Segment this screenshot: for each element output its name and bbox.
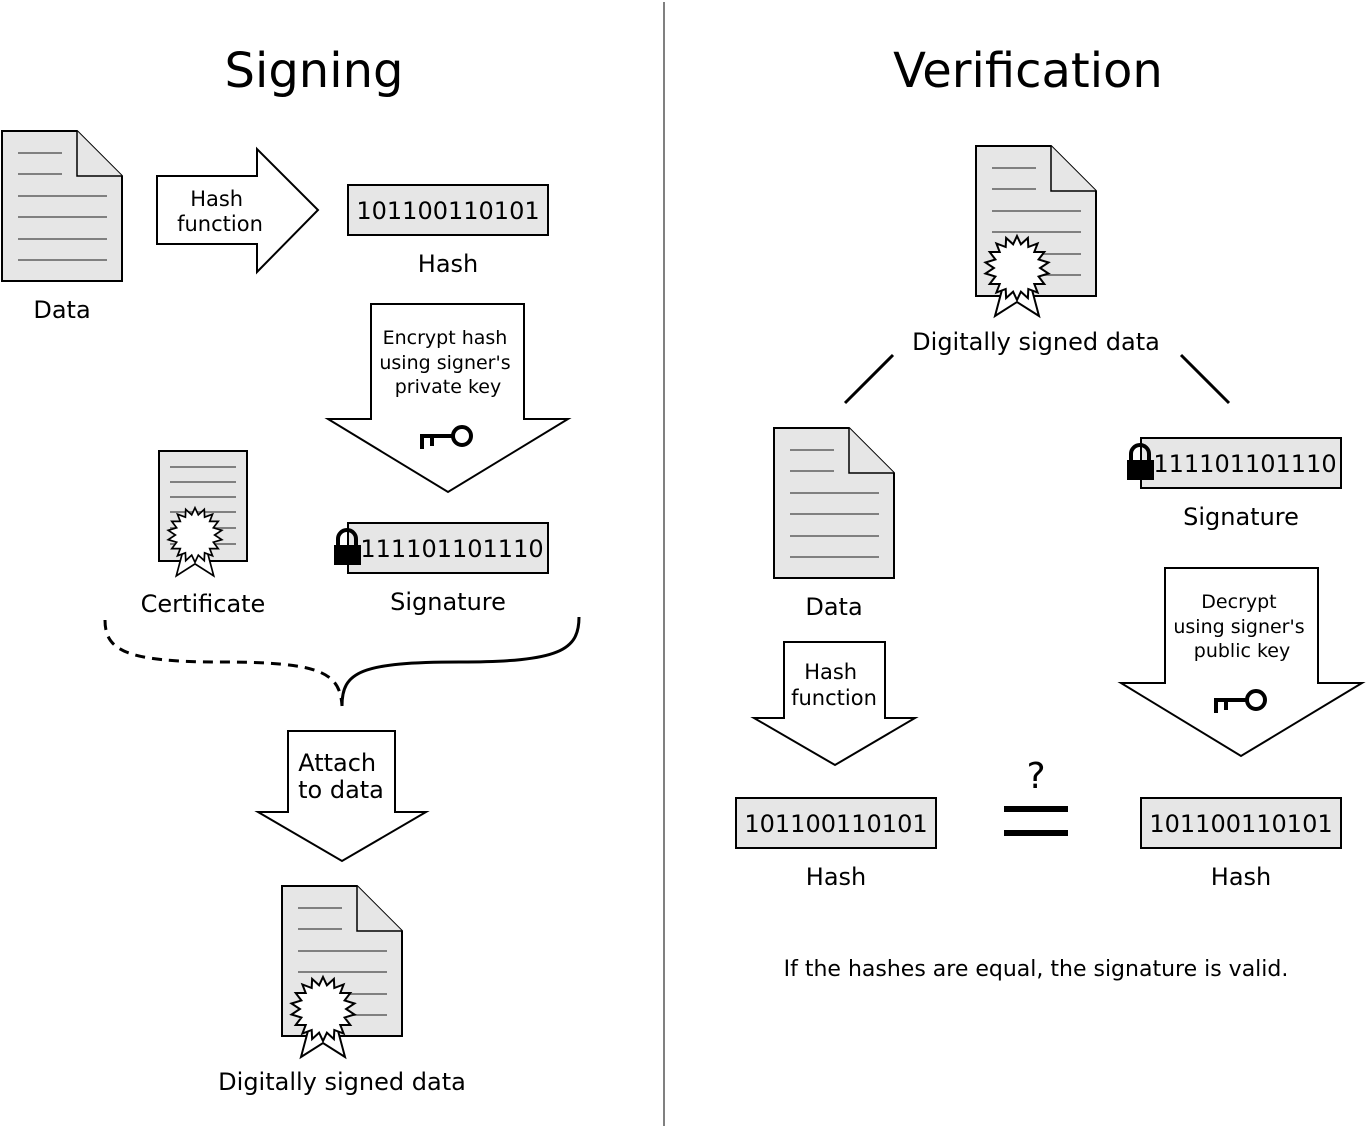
decrypt-arrow-text: Decrypt using signer's public key: [1173, 591, 1310, 662]
verification-data-document-icon: [773, 427, 895, 579]
verification-data-label: Data: [805, 593, 862, 621]
split-line-right: [1179, 353, 1231, 405]
verification-hash-arrow-text: Hash function: [791, 660, 877, 710]
verification-hash-box-1: [735, 797, 937, 849]
equals-sign-top: [1004, 806, 1068, 812]
attach-to-data-arrow: [254, 730, 430, 863]
verification-hash2-label: Hash: [1211, 863, 1271, 891]
verification-signature-box: [1140, 437, 1342, 489]
question-mark: ?: [1026, 756, 1045, 797]
signing-hash-arrow-text: Hash function: [177, 187, 263, 236]
equals-sign-bottom: [1004, 830, 1068, 836]
data-document-icon: [1, 130, 123, 282]
signature-brace: [340, 616, 581, 707]
verification-hash1-label: Hash: [806, 863, 866, 891]
signing-title: Signing: [225, 43, 404, 99]
split-line-left: [843, 353, 895, 405]
signing-signed-data-label: Digitally signed data: [218, 1068, 466, 1096]
signing-signature-value: 111101101110: [360, 535, 543, 563]
certificate-icon: [158, 450, 248, 577]
verification-hash2-value: 101100110101: [1149, 810, 1332, 838]
signing-data-label: Data: [33, 296, 90, 324]
signing-encrypt-arrow-text: Encrypt hash using signer's private key: [379, 327, 516, 398]
verification-title: Verification: [893, 43, 1163, 99]
verification-signature-value: 111101101110: [1153, 450, 1336, 478]
signing-hash-label: Hash: [418, 250, 478, 278]
verification-signed-data-label: Digitally signed data: [912, 328, 1160, 356]
certificate-brace: [103, 619, 344, 707]
attach-arrow-text: Attach to data: [298, 749, 384, 804]
verification-signature-label: Signature: [1183, 503, 1299, 531]
signing-hash-box: [347, 184, 549, 236]
encrypt-hash-arrow: [324, 303, 572, 494]
conclusion-text: If the hashes are equal, the signature i…: [784, 957, 1289, 982]
certificate-label: Certificate: [141, 590, 266, 618]
hash-function-arrow: [156, 146, 320, 275]
verification-hash1-value: 101100110101: [744, 810, 927, 838]
signing-hash-value: 101100110101: [356, 197, 539, 225]
signing-signature-label: Signature: [390, 588, 506, 616]
decrypt-arrow: [1117, 567, 1366, 758]
verification-hash-box-2: [1140, 797, 1342, 849]
verification-hash-function-arrow: [750, 641, 919, 767]
